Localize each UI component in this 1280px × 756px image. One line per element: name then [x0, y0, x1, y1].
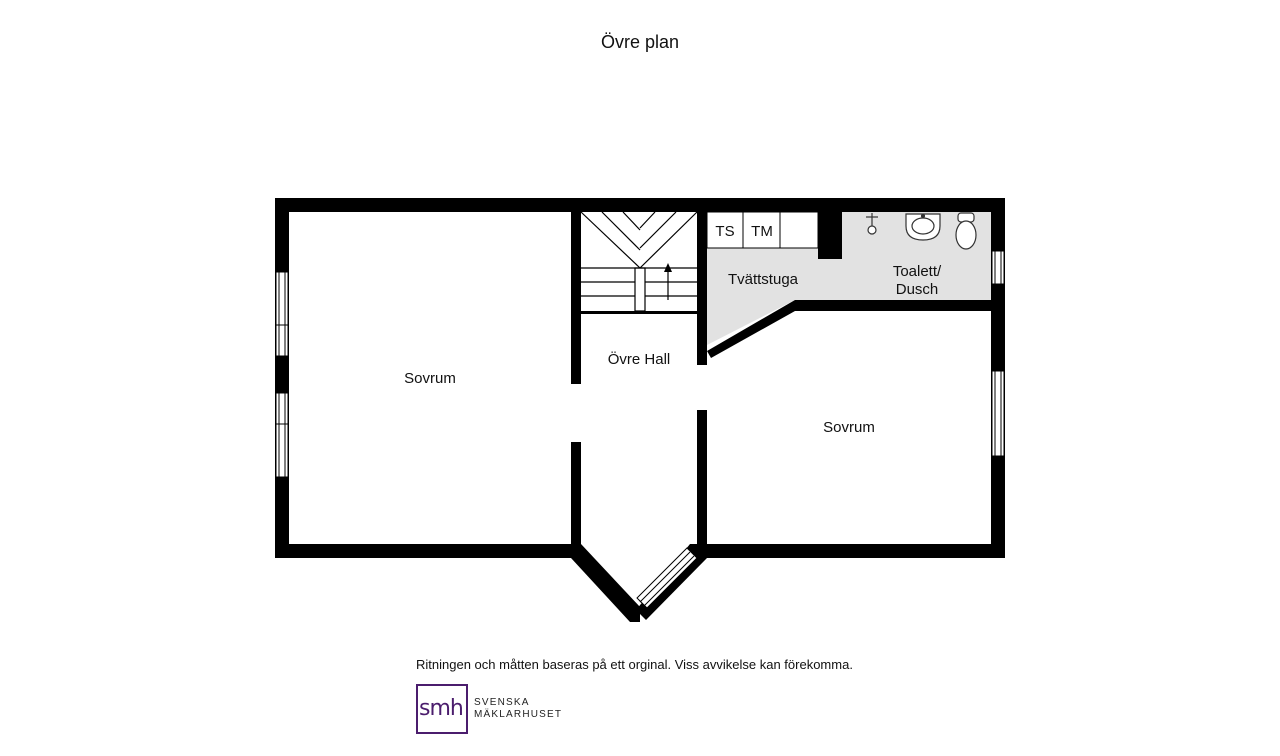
wall-hall-right-lower — [697, 410, 707, 544]
staircase — [580, 211, 698, 312]
logo-wordmark: SVENSKA MÄKLARHUSET — [474, 697, 562, 721]
room-label-dusch: Dusch — [896, 281, 939, 298]
appliance-extra — [779, 211, 819, 249]
wall-left — [275, 198, 289, 558]
room-label-hall: Övre Hall — [608, 350, 671, 368]
appliance-label-ts: TS — [715, 223, 734, 240]
disclaimer-text: Ritningen och måtten baseras på ett orgi… — [416, 657, 853, 672]
room-label-sovrum-left: Sovrum — [404, 370, 456, 387]
windows — [275, 250, 1005, 609]
wall-hall-right-upper — [697, 212, 707, 365]
bathroom-fixtures — [866, 212, 977, 250]
bay-wall-left — [571, 544, 640, 622]
toilet-icon — [955, 212, 977, 250]
appliance-label-tm: TM — [751, 223, 773, 240]
logo-mark-text: smh — [419, 696, 464, 721]
window-left-lower — [275, 392, 289, 478]
wall-hall-left-upper — [571, 212, 581, 384]
room-label-sovrum-right: Sovrum — [823, 419, 875, 436]
room-label-tvattstuga: Tvättstuga — [728, 271, 799, 288]
brand-logo: smh SVENSKA MÄKLARHUSET — [416, 684, 562, 734]
wall-bottom-left — [275, 544, 581, 558]
window-bay — [636, 547, 698, 609]
laundry-appliances — [706, 211, 819, 249]
wall-bedroom-top — [795, 300, 1005, 311]
logo-line-1: SVENSKA — [474, 697, 530, 708]
stair-direction-arrow-icon — [664, 263, 672, 272]
room-label-toalett: Toalett/ — [893, 263, 942, 280]
window-right-bedroom — [991, 370, 1005, 457]
logo-mark-icon: smh — [416, 684, 468, 734]
wall-stair-landing — [581, 311, 697, 314]
sink-icon — [905, 213, 941, 241]
logo-line-2: MÄKLARHUSET — [474, 709, 563, 720]
window-right-bathroom — [991, 250, 1005, 285]
wall-diagonal — [707, 300, 795, 358]
wall-hall-left-lower — [571, 442, 581, 544]
wall-bathroom-pillar — [818, 212, 842, 259]
interior-walls — [571, 212, 1005, 544]
shower-icon — [866, 213, 878, 235]
wall-bottom-right — [697, 544, 1005, 558]
wall-top — [275, 198, 1005, 212]
page-title: Övre plan — [600, 32, 680, 52]
window-left-upper — [275, 271, 289, 357]
